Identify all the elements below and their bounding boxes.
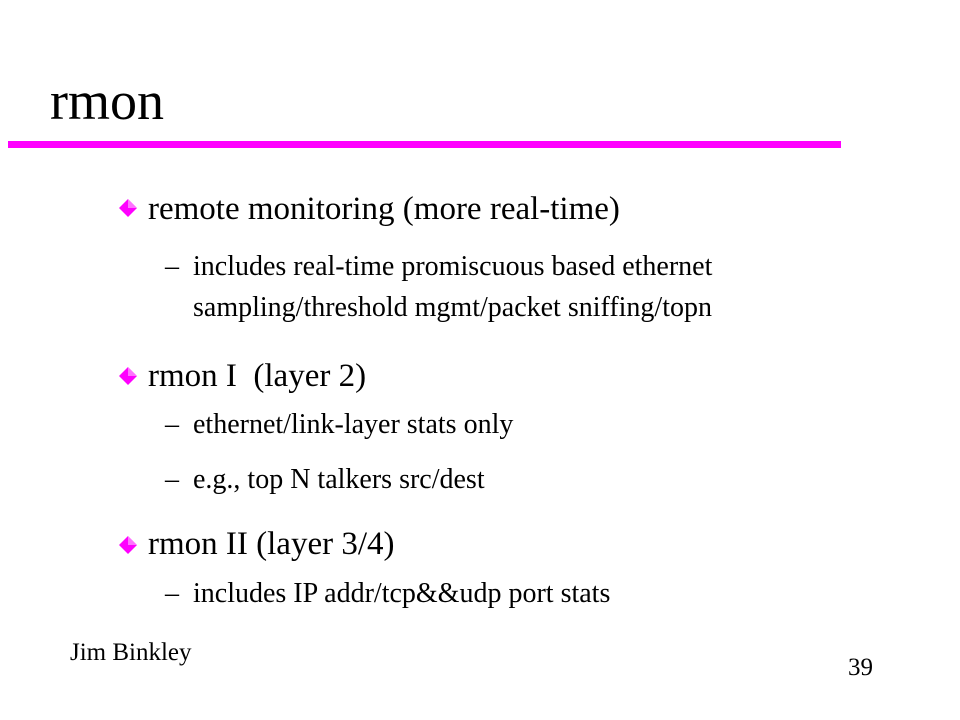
sub-bullet-dash: – [165,578,179,609]
sub-bullet-text: ethernet/link-layer stats only [193,409,514,440]
sub-bullet-dash: – [165,251,179,282]
page-number: 39 [848,654,873,681]
diamond-bullet-icon [119,536,137,554]
diamond-bullet-icon [119,199,137,217]
footer-author: Jim Binkley [70,639,192,666]
sub-bullet-text: includes real-time promiscuous based eth… [193,251,713,282]
sub-bullet-text: includes IP addr/tcp&&udp port stats [193,578,611,609]
sub-bullet-dash: – [165,409,179,440]
diamond-bullet-icon [119,367,137,385]
title-underline [8,141,841,148]
sub-bullet-text: sampling/threshold mgmt/packet sniffing/… [193,292,712,323]
bullet-text-rmon-ii: rmon II (layer 3/4) [148,526,395,562]
slide-title: rmon [50,71,164,131]
sub-bullet-text: e.g., top N talkers src/dest [193,464,485,495]
bullet-text-rmon-i: rmon I (layer 2) [148,358,367,394]
bullet-text-remote-monitoring: remote monitoring (more real-time) [148,191,620,227]
sub-bullet-dash: – [165,464,179,495]
